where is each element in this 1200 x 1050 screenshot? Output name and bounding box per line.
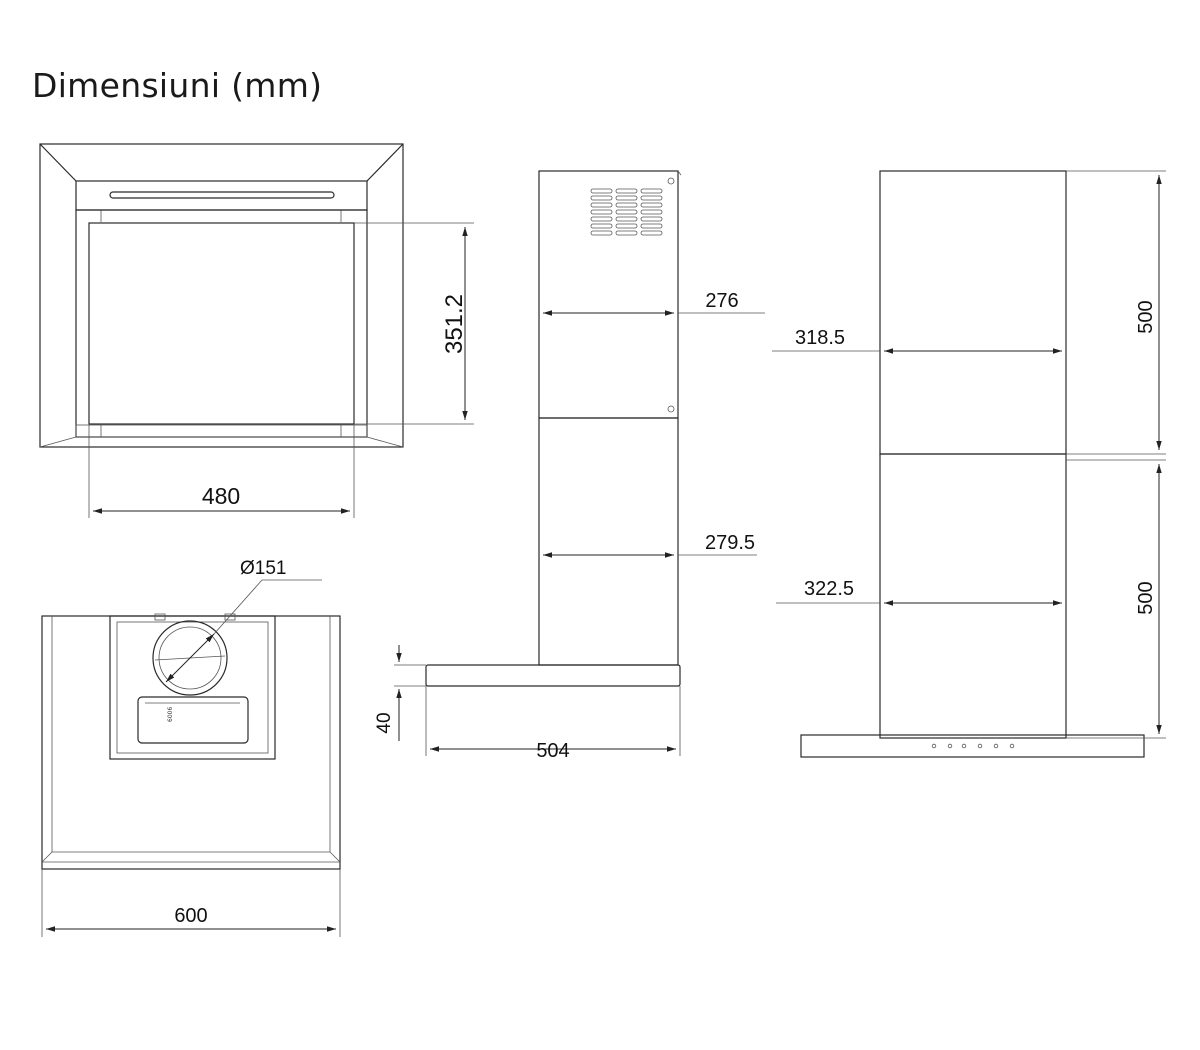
front-view [39, 143, 404, 448]
dim-front-width-label: 480 [202, 483, 240, 509]
dim-canopy-thickness-label: 40 [374, 712, 395, 733]
right-front-view [800, 170, 1145, 758]
dim-chimney-upper-height-label: 500 [1135, 300, 1157, 333]
dim-chimney-lower-width-label: 322.5 [804, 578, 854, 600]
dim-side-upper-depth: 276 [543, 290, 765, 316]
dim-side-upper-depth-label: 276 [705, 290, 738, 312]
dim-side-lower-depth: 279.5 [543, 532, 757, 558]
dim-chimney-lower-height-label: 500 [1135, 581, 1157, 614]
dim-front-height: 351.2 [354, 222, 474, 425]
dim-canopy-thickness: 40 [374, 645, 426, 741]
dim-front-height-label: 351.2 [441, 294, 468, 354]
dim-canopy-depth: 504 [425, 686, 681, 762]
motor-label: 6006 [167, 707, 174, 722]
dim-chimney-upper-width-label: 318.5 [795, 327, 845, 349]
dim-chimney-upper-width: 318.5 [772, 327, 1062, 354]
dim-front-width: 480 [88, 424, 355, 518]
dim-bottom-width: 600 [41, 869, 341, 937]
dim-side-lower-depth-label: 279.5 [705, 532, 755, 554]
vent-slots [590, 188, 663, 236]
dim-chimney-lower-width: 322.5 [776, 578, 1062, 606]
dim-duct-diameter-label: Ø151 [240, 558, 286, 579]
bottom-view: 6006 [41, 613, 341, 870]
page-title: Dimensiuni (mm) [32, 66, 323, 105]
dim-bottom-width-label: 600 [174, 905, 207, 927]
dim-canopy-depth-label: 504 [536, 740, 569, 762]
side-view [425, 170, 682, 687]
control-buttons [931, 743, 1015, 749]
dim-duct-diameter: Ø151 [165, 558, 322, 683]
dim-chimney-heights: 500 500 [1066, 170, 1166, 739]
